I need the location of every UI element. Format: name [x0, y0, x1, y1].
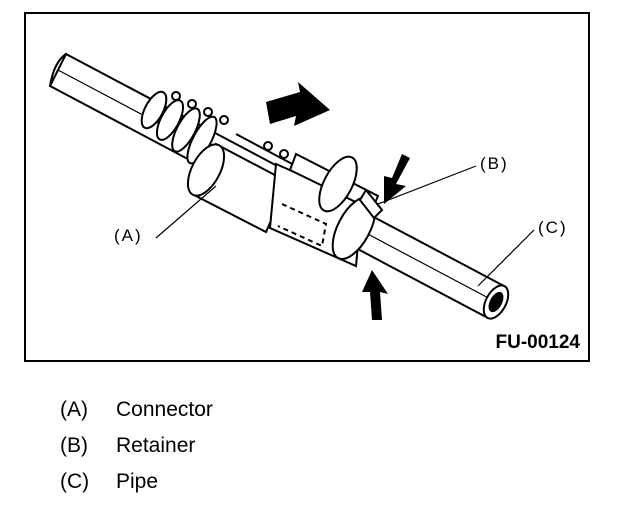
- callout-c: (C): [538, 218, 568, 237]
- legend: (A) Connector (B) Retainer (C) Pipe: [60, 392, 213, 500]
- connector-diagram: [48, 52, 535, 320]
- leader-lines: [155, 165, 535, 287]
- legend-key: (B): [60, 434, 88, 457]
- legend-item: (A) Connector: [60, 392, 213, 428]
- spring-coils: [140, 90, 229, 165]
- legend-label: Pipe: [116, 470, 159, 493]
- diagram-frame: (A) (B) (C) FU-00124: [24, 12, 590, 362]
- figure-code: FU-00124: [495, 332, 581, 353]
- legend-key: (C): [60, 470, 90, 493]
- arrow-squeeze-top-icon: [384, 154, 410, 204]
- legend-label: Connector: [116, 398, 213, 421]
- legend-key: (A): [60, 398, 88, 421]
- arrow-push-icon: [266, 82, 330, 126]
- callout-b: (B): [480, 154, 509, 173]
- legend-item: (B) Retainer: [60, 428, 213, 464]
- arrow-squeeze-bottom-icon: [362, 270, 388, 320]
- retainer-clip: [268, 152, 384, 268]
- legend-item: (C) Pipe: [60, 464, 213, 500]
- legend-label: Retainer: [116, 434, 196, 457]
- callout-a: (A): [114, 226, 143, 245]
- connector-body: [186, 133, 327, 234]
